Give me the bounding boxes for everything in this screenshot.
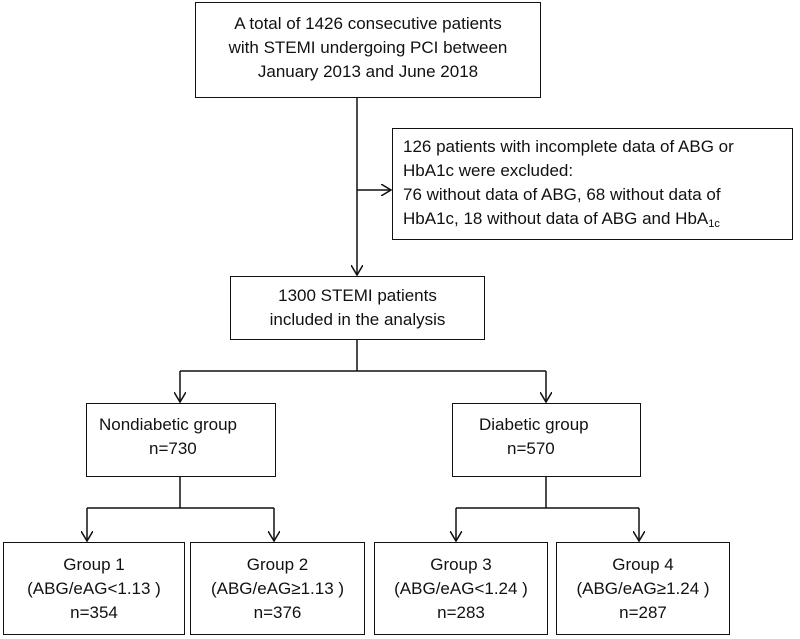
included-line-2: included in the analysis: [269, 310, 446, 329]
total-line-1: A total of 1426 consecutive patients: [234, 14, 502, 33]
diabetic-label: Diabetic group: [479, 415, 589, 434]
total-patients-box: A total of 1426 consecutive patients wit…: [195, 2, 541, 98]
diabetic-group-box: Diabetic group n=570: [452, 403, 641, 477]
group-1-name: Group 1: [63, 555, 125, 574]
group-1-count: n=354: [70, 603, 118, 622]
excluded-line-1: 126 patients with incomplete data of ABG…: [403, 137, 734, 156]
group-4-criterion: (ABG/eAG≥1.24 ): [576, 579, 710, 598]
group-2-count: n=376: [253, 603, 302, 622]
group-4-name: Group 4: [612, 555, 674, 574]
group-1-criterion: (ABG/eAG<1.13 ): [27, 579, 161, 598]
excluded-line-4-text: HbA1c, 18 without data of ABG and HbA: [403, 209, 709, 228]
excluded-line-4-subscript: 1c: [708, 218, 720, 230]
nondiabetic-group-box: Nondiabetic group n=730: [86, 403, 276, 477]
excluded-patients-box: 126 patients with incomplete data of ABG…: [392, 128, 793, 240]
group-3-name: Group 3: [430, 555, 492, 574]
included-patients-box: 1300 STEMI patients included in the anal…: [230, 276, 485, 340]
total-line-2: with STEMI undergoing PCI between: [228, 38, 508, 57]
group-4-count: n=287: [619, 603, 667, 622]
group-3-criterion: (ABG/eAG<1.24 ): [394, 579, 528, 598]
nondiabetic-label: Nondiabetic group: [99, 415, 237, 434]
nondiabetic-count: n=730: [149, 439, 197, 458]
group-2-box: Group 2 (ABG/eAG≥1.13 ) n=376: [190, 542, 365, 635]
total-line-3: January 2013 and June 2018: [257, 62, 479, 81]
excluded-line-3: 76 without data of ABG, 68 without data …: [403, 185, 721, 204]
diabetic-count: n=570: [507, 439, 555, 458]
group-3-count: n=283: [437, 603, 485, 622]
included-line-1: 1300 STEMI patients: [278, 286, 437, 305]
group-4-box: Group 4 (ABG/eAG≥1.24 ) n=287: [556, 542, 730, 635]
group-2-criterion: (ABG/eAG≥1.13 ): [210, 579, 345, 598]
excluded-line-2: HbA1c were excluded:: [403, 161, 574, 180]
group-2-name: Group 2: [246, 555, 309, 574]
group-1-box: Group 1 (ABG/eAG<1.13 ) n=354: [3, 542, 185, 635]
excluded-line-4: HbA1c, 18 without data of ABG and HbA1c: [403, 207, 792, 231]
group-3-box: Group 3 (ABG/eAG<1.24 ) n=283: [374, 542, 548, 635]
